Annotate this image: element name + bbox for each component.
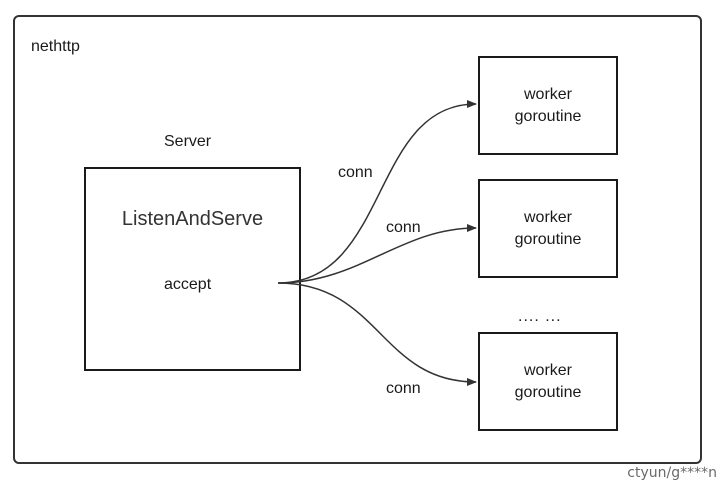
worker-goroutine-box-1: worker goroutine <box>478 56 618 155</box>
conn-label-2: conn <box>386 219 421 236</box>
worker-label: worker <box>523 361 572 379</box>
worker-goroutine-box-3: worker goroutine <box>478 332 618 431</box>
conn-label-3: conn <box>386 380 421 397</box>
conn-label-1: conn <box>338 164 373 181</box>
container-label: nethttp <box>31 38 80 55</box>
watermark: ctyun/g****n <box>627 465 717 481</box>
goroutine-label: goroutine <box>514 107 582 125</box>
worker-label: worker <box>523 85 572 103</box>
goroutine-label: goroutine <box>514 230 582 248</box>
conn-arrow-3 <box>277 282 477 386</box>
listen-and-serve-label: ListenAndServe <box>121 208 264 230</box>
accept-label: accept <box>164 276 212 293</box>
worker-label: worker <box>523 208 572 226</box>
conn-arrow-2 <box>277 224 477 284</box>
goroutine-label: goroutine <box>514 383 582 401</box>
more-workers-ellipsis: .... ... <box>518 308 562 325</box>
conn-arrow-1 <box>277 100 477 284</box>
server-box: ListenAndServe accept <box>84 167 301 371</box>
nethttp-container <box>13 15 702 464</box>
server-title: Server <box>164 133 212 150</box>
worker-goroutine-box-2: worker goroutine <box>478 179 618 278</box>
